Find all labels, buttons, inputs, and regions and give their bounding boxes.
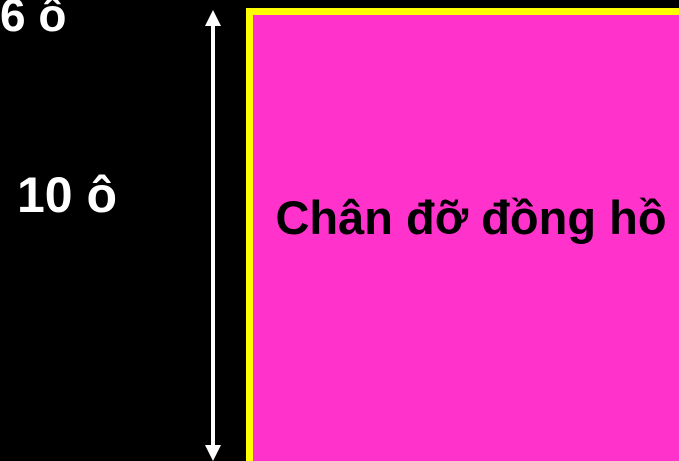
top-dimension-label: 6 ô (0, 0, 67, 41)
clock-stand-box: Chân đỡ đồng hồ (246, 8, 679, 461)
clock-stand-label: Chân đỡ đồng hồ (275, 191, 667, 244)
double-headed-vertical-arrow-icon (205, 10, 221, 461)
height-dimension-label: 10 ô (17, 167, 118, 223)
